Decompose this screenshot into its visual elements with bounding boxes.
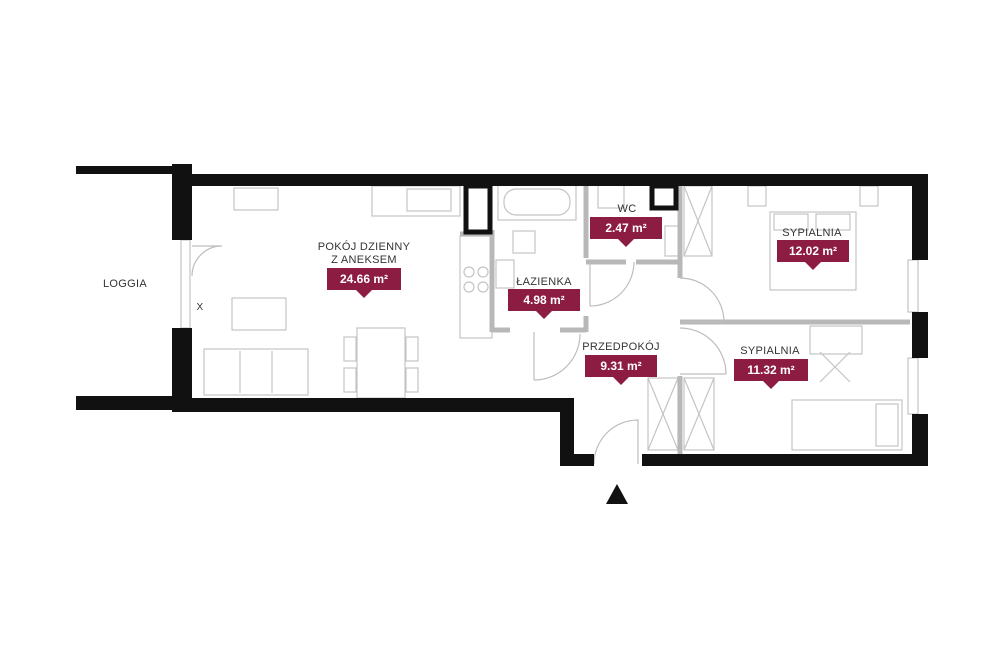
loggia-wall-bottom — [76, 396, 176, 410]
room-living-area: 24.66 m² — [327, 268, 401, 298]
kitchen-sink — [406, 188, 452, 212]
washing-machine — [495, 259, 515, 289]
room-bedroom2-name: SYPIALNIA — [740, 345, 800, 357]
room-bedroom2-area: 11.32 m² — [734, 359, 808, 389]
wall-bottom-right — [642, 454, 928, 466]
wall-top — [172, 174, 928, 186]
room-bath-area: 4.98 m² — [508, 289, 580, 319]
dining-table — [356, 327, 406, 399]
loggia-wall-top — [76, 166, 176, 174]
bath-washbasin — [512, 230, 536, 254]
bedroom2-door — [679, 327, 727, 375]
room-living-name: POKÓJ DZIENNY Z ANEKSEM — [304, 241, 424, 267]
walls — [76, 164, 928, 466]
shaft-right — [649, 183, 679, 211]
room-wc-area: 2.47 m² — [590, 217, 662, 247]
wall-bottom-left — [172, 398, 570, 412]
room-hall-area: 9.31 m² — [585, 355, 657, 385]
room-bath-name: ŁAZIENKA — [516, 276, 572, 288]
double-bed — [769, 211, 857, 291]
room-hall-name: PRZEDPOKÓJ — [582, 341, 660, 353]
desk — [809, 325, 863, 355]
window-mark: X — [196, 302, 204, 313]
partitions — [460, 184, 910, 454]
shaft-left — [463, 183, 493, 235]
shelf — [233, 187, 279, 211]
room-bedroom1-area: 12.02 m² — [777, 240, 849, 270]
coffee-table — [231, 297, 287, 331]
entrance-door — [593, 419, 639, 465]
single-bed — [791, 399, 903, 451]
bathroom-door — [533, 332, 581, 381]
wc-door — [589, 261, 635, 307]
balcony-door — [191, 245, 223, 277]
loggia-label: LOGGIA — [103, 278, 147, 290]
room-bedroom1-name: SYPIALNIA — [782, 227, 842, 239]
doors — [191, 245, 727, 465]
room-living-name-line1: POKÓJ DZIENNY — [317, 241, 411, 253]
room-wc-name: WC — [617, 203, 637, 215]
sofa — [203, 348, 309, 396]
entrance-arrow-icon — [606, 484, 628, 504]
wc-toilet — [664, 225, 680, 257]
wardrobe-bottom-right — [683, 377, 715, 451]
bedroom1-door — [679, 277, 725, 323]
room-living-name-line2: Z ANEKSEM — [331, 254, 397, 266]
kitchen-side-counter — [459, 235, 493, 339]
